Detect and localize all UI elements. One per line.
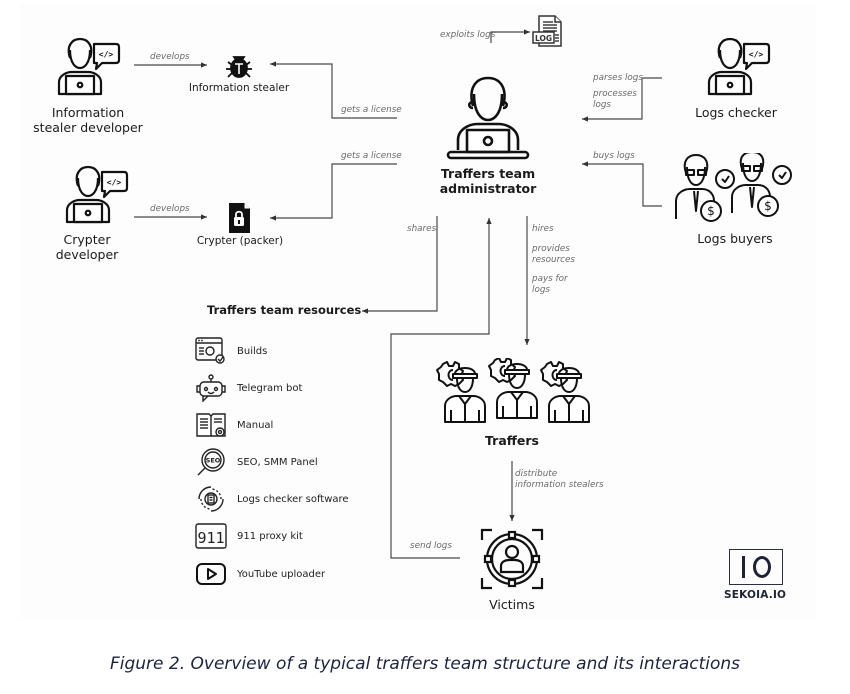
resource-label: Builds <box>237 345 268 357</box>
robot-icon <box>196 374 226 402</box>
crypter-developer-node: </> <box>62 164 136 226</box>
resource-item: Logs checker software <box>195 485 349 513</box>
edge-label-license-crypter: gets a license <box>341 151 402 161</box>
edge-label-shares: shares <box>407 224 437 234</box>
victims-label: Victims <box>489 597 535 612</box>
edge-label-provides-resources: provides resources <box>532 244 576 265</box>
svg-text:</>: </> <box>749 50 764 59</box>
locked-file-icon <box>229 203 250 233</box>
administrator-node <box>446 74 530 160</box>
resource-item: Telegram bot <box>195 374 302 402</box>
crypter-developer-label: Crypter developer <box>55 232 119 262</box>
administrator-label: Traffers team administrator <box>439 166 537 196</box>
edge-parses-logs <box>582 77 662 122</box>
builds-gear-icon <box>195 337 225 364</box>
resource-item: Builds <box>195 337 267 365</box>
info-stealer-developer-node: </> <box>54 36 128 98</box>
admin-laptop-icon <box>446 76 530 160</box>
edge-label-processes-logs: processes logs <box>593 89 637 110</box>
edge-label-license-stealer: gets a license <box>341 105 402 115</box>
proxy-911-icon: 911 <box>195 523 227 549</box>
developer-icon: </> <box>707 37 771 96</box>
svg-text:$: $ <box>707 204 715 218</box>
edge-label-develops-crypter: develops <box>150 204 190 214</box>
target-person-icon <box>480 528 544 590</box>
youtube-play-icon <box>196 563 226 585</box>
workers-icon <box>436 357 590 423</box>
resource-item: Manual <box>195 411 273 439</box>
developer-icon: </> <box>65 165 129 224</box>
information-stealer-node <box>224 50 254 80</box>
sekoia-logo-mark <box>729 549 783 585</box>
edge-exploits-logs <box>490 29 530 43</box>
log-file-node: LOG <box>531 14 563 48</box>
edge-shares <box>362 216 438 314</box>
developer-icon: </> <box>57 37 121 96</box>
edge-label-develops-stealer: develops <box>150 52 190 62</box>
crypter-node <box>227 202 251 234</box>
crypter-label: Crypter (packer) <box>196 235 284 247</box>
edge-send-logs <box>390 218 492 559</box>
sekoia-logo-text: SEKOIA.IO <box>724 589 787 601</box>
svg-text:</>: </> <box>107 178 122 187</box>
traffers-label: Traffers <box>485 433 539 448</box>
buyers-icon: $ $ <box>675 151 792 222</box>
edge-label-buys-logs: buys logs <box>593 151 635 161</box>
resource-label: SEO, SMM Panel <box>237 456 318 468</box>
log-file-icon: LOG <box>532 15 562 47</box>
resource-item: YouTube uploader <box>195 560 325 588</box>
figure-caption: Figure 2. Overview of a typical traffers… <box>109 654 741 674</box>
edge-label-hires: hires <box>532 224 554 234</box>
logo-ring <box>752 556 771 578</box>
edge-label-send-logs: send logs <box>410 541 452 551</box>
logs-buyers-node: $ $ <box>672 151 802 223</box>
resource-label: YouTube uploader <box>237 568 326 580</box>
info-stealer-developer-label: Information stealer developer <box>33 105 143 135</box>
logo-bar <box>741 556 745 578</box>
svg-text:LOG: LOG <box>535 34 552 43</box>
logs-checker-software-icon <box>198 486 224 512</box>
resource-item: SEO SEO, SMM Panel <box>195 448 318 476</box>
resource-label: Manual <box>237 419 274 431</box>
resource-label: 911 proxy kit <box>237 530 303 542</box>
svg-text:</>: </> <box>99 50 114 59</box>
edge-license-stealer <box>270 61 397 119</box>
svg-text:$: $ <box>764 199 772 213</box>
edge-label-distribute: distribute information stealers <box>515 469 604 490</box>
logs-checker-label: Logs checker <box>695 105 777 120</box>
logs-checker-node: </> <box>704 36 778 98</box>
edge-label-exploits-logs: exploits logs <box>440 30 496 40</box>
seo-magnifier-icon: SEO <box>197 448 225 476</box>
resource-label: Logs checker software <box>237 493 349 505</box>
edge-license-crypter <box>270 163 397 221</box>
logs-buyers-label: Logs buyers <box>697 231 773 246</box>
manual-book-icon <box>196 413 226 437</box>
resource-label: Telegram bot <box>237 382 303 394</box>
information-stealer-label: Information stealer <box>188 82 290 94</box>
resource-item: 911 911 proxy kit <box>195 522 303 550</box>
traffers-node <box>433 357 595 424</box>
svg-text:SEO: SEO <box>206 457 221 465</box>
victims-node <box>480 528 544 590</box>
resources-title: Traffers team resources <box>207 303 362 317</box>
edge-label-parses-logs: parses logs <box>593 73 643 83</box>
bug-icon <box>226 56 252 78</box>
edge-label-pays-for-logs: pays for logs <box>532 274 568 295</box>
edge-buys-logs <box>582 161 662 207</box>
svg-text:911: 911 <box>197 529 224 547</box>
